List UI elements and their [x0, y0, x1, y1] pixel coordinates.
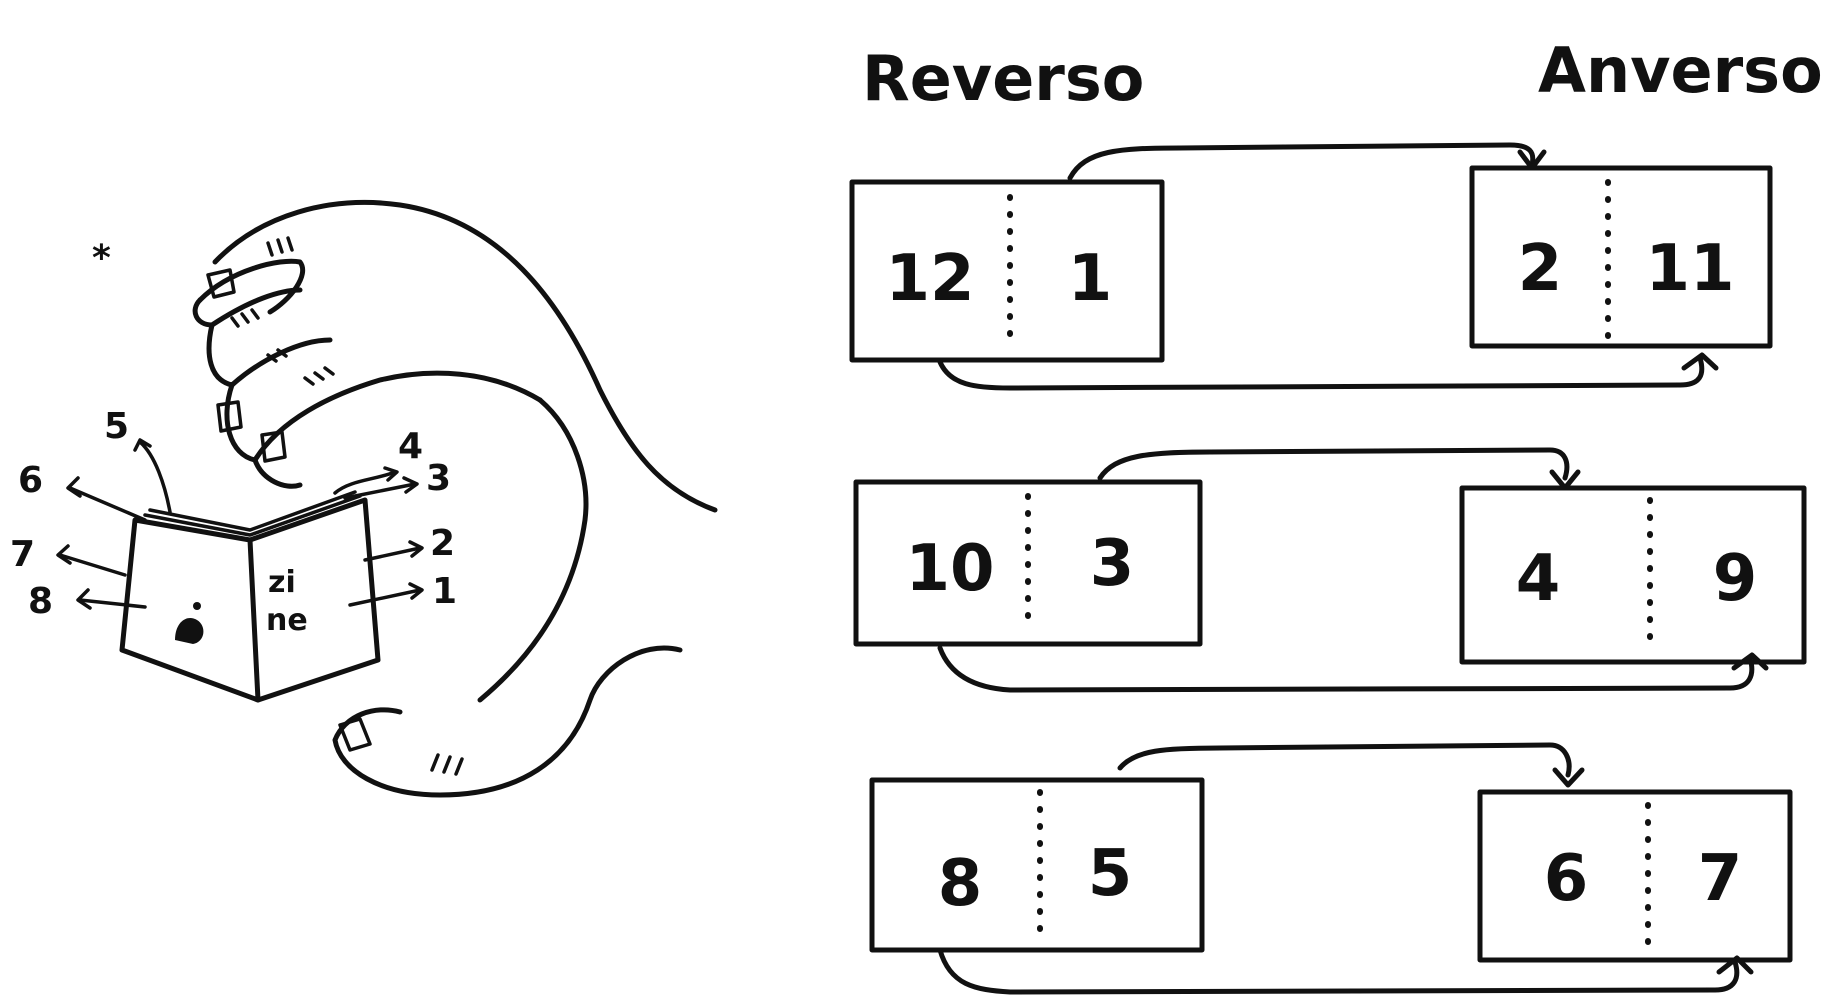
zine-page-5: 5 [104, 406, 129, 447]
reverse-card-3 [869, 777, 1205, 953]
zine-booklet [119, 490, 381, 703]
front-2-right: 9 [1713, 542, 1758, 616]
zine-page-1: 1 [432, 571, 457, 612]
reverse-1-left: 12 [885, 242, 974, 316]
reverse-2-right: 3 [1090, 527, 1135, 601]
zine-page-3: 3 [426, 458, 451, 499]
front-3-left: 6 [1544, 842, 1589, 916]
front-card-1 [1469, 165, 1773, 349]
sheet-row-3: 8 5 6 7 [869, 742, 1793, 995]
sheet-row-2: 10 3 4 9 [853, 447, 1807, 693]
front-1-left: 2 [1518, 232, 1563, 306]
reverse-3-left: 8 [938, 847, 983, 921]
heading-reverse: Reverso [862, 42, 1144, 115]
reverse-2-left: 10 [905, 532, 994, 606]
front-1-right: 11 [1645, 232, 1734, 306]
heading-front: Anverso [1538, 34, 1823, 107]
zine-page-6: 6 [18, 460, 43, 501]
zine-cover-line-2: ne [266, 603, 308, 638]
hand-illustration [192, 200, 718, 798]
zine-page-2: 2 [430, 523, 455, 564]
zine-page-4: 4 [398, 426, 423, 467]
page-arrows [56, 438, 424, 610]
front-3-right: 7 [1698, 842, 1743, 916]
sheet-row-1: 12 1 2 11 [849, 142, 1773, 391]
reverse-1-right: 1 [1068, 242, 1113, 316]
reverse-3-right: 5 [1088, 837, 1133, 911]
reverse-card-2 [853, 479, 1203, 647]
front-2-left: 4 [1516, 542, 1561, 616]
reverse-card-1 [849, 179, 1165, 363]
asterisk-mark: * [92, 238, 111, 279]
zine-cover-line-1: zi [268, 565, 296, 600]
front-card-3 [1477, 789, 1793, 963]
zine-page-8: 8 [28, 581, 53, 622]
front-card-2 [1459, 485, 1807, 665]
zine-page-7: 7 [10, 534, 35, 575]
